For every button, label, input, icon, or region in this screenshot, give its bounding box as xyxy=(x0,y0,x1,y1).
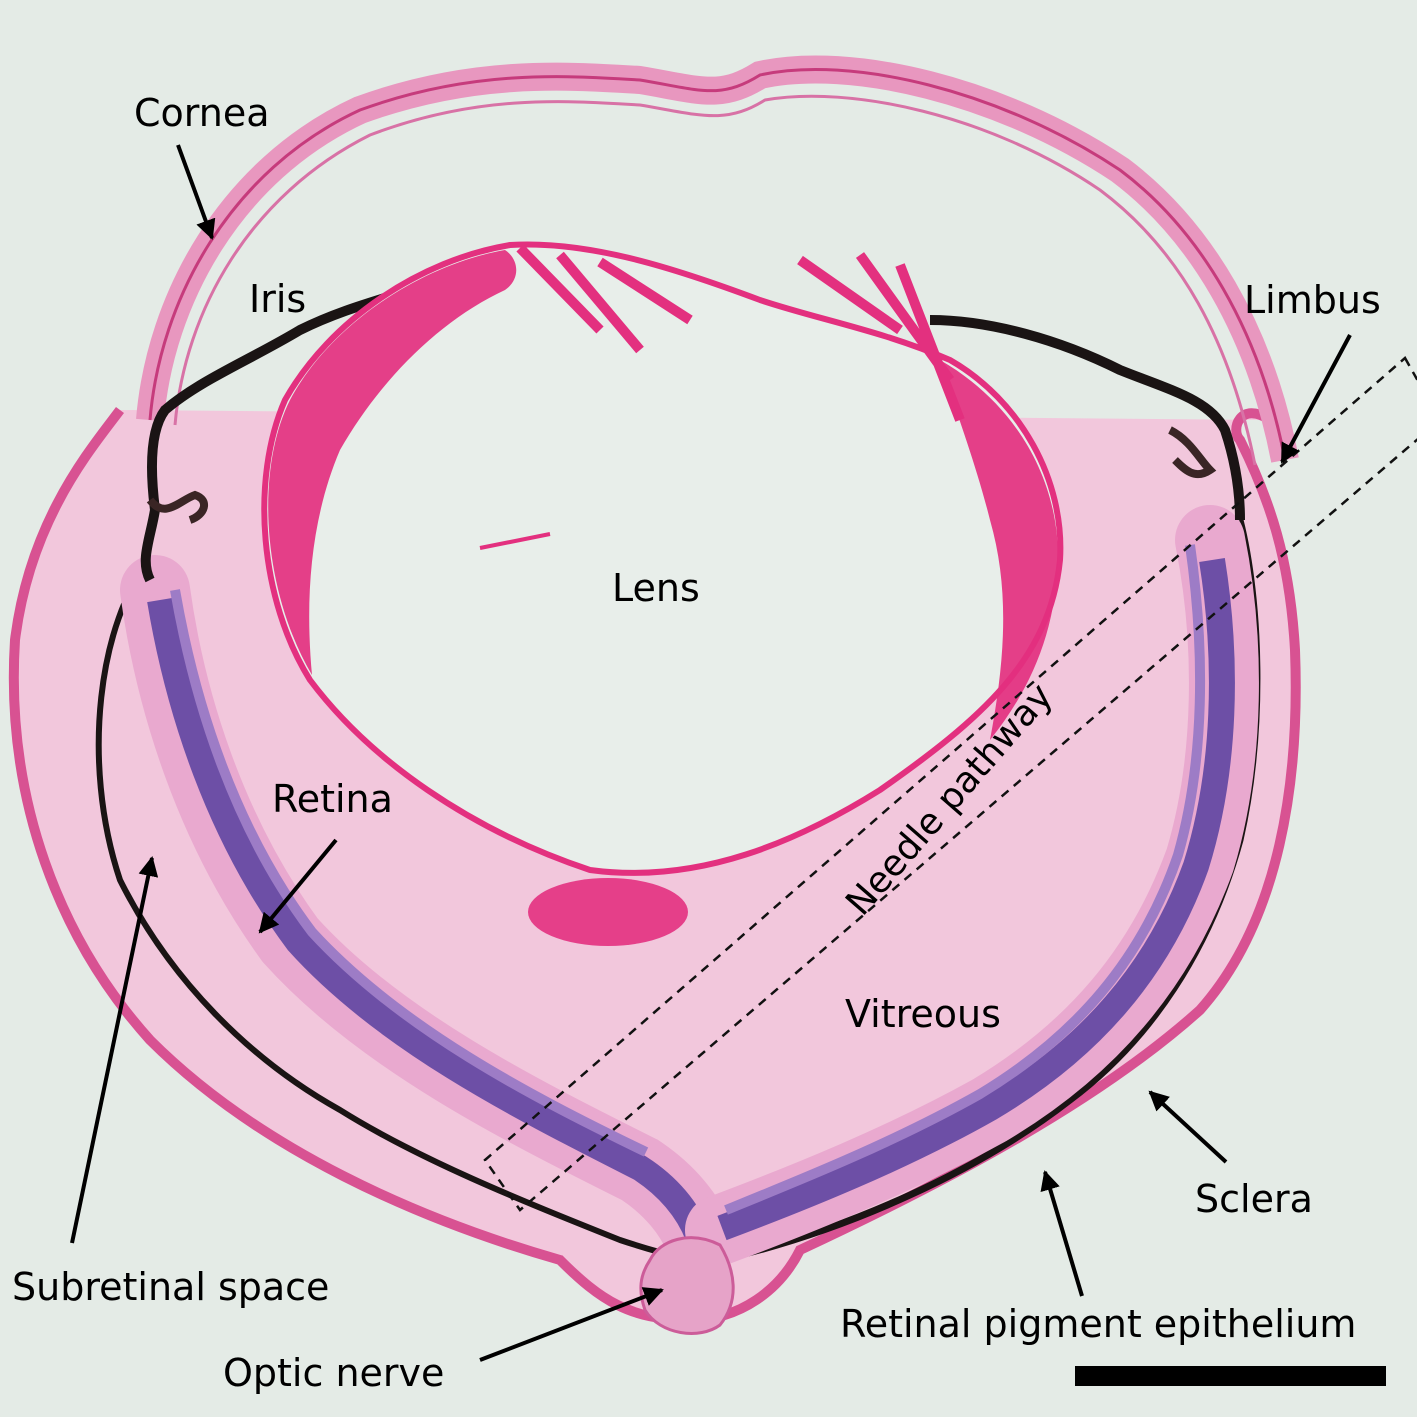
iris-label: Iris xyxy=(249,277,307,321)
cornea-label: Cornea xyxy=(134,91,270,135)
vitreous-label: Vitreous xyxy=(845,992,1001,1036)
subretinal-space-arrow xyxy=(70,856,159,1244)
lens-fragment xyxy=(528,878,688,946)
iris-right xyxy=(929,315,1245,521)
rpe-arrow xyxy=(1040,1170,1084,1297)
sclera-arrow xyxy=(1148,1090,1228,1164)
rpe-label: Retinal pigment epithelium xyxy=(840,1302,1357,1346)
lens-label: Lens xyxy=(612,566,700,610)
optic-nerve-label: Optic nerve xyxy=(223,1351,445,1395)
cornea-arrow xyxy=(176,144,216,240)
rpe-left xyxy=(95,558,691,1263)
optic-nerve-arrow xyxy=(479,1287,664,1362)
subretinal-space-label: Subretinal space xyxy=(12,1265,330,1309)
limbus-label: Limbus xyxy=(1244,278,1381,322)
limbus-arrow xyxy=(1280,334,1352,464)
sclera-label: Sclera xyxy=(1195,1177,1313,1221)
iris-left xyxy=(140,285,412,583)
needle-pathway-box xyxy=(483,356,1417,1212)
retina-label: Retina xyxy=(272,777,393,821)
scale-bar xyxy=(1075,1366,1386,1386)
lens-capsule xyxy=(261,241,1064,876)
optic-nerve-tissue xyxy=(639,1236,735,1335)
retina-arrow xyxy=(258,838,338,934)
